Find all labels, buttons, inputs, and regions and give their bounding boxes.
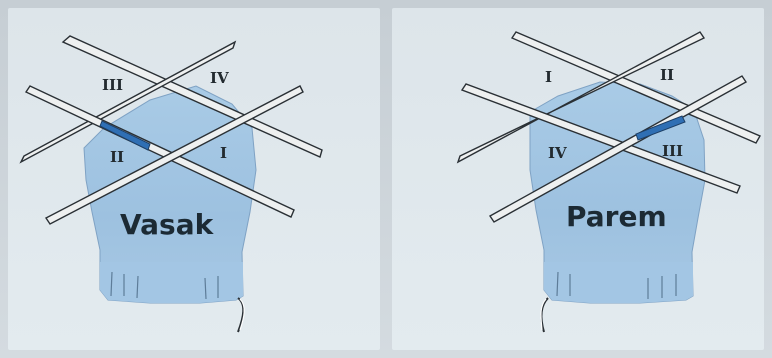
diagram-title-parem: Parem [566, 200, 667, 233]
yarn-tail [237, 297, 245, 333]
vasak-diagram: III IV II I Vasak [19, 35, 323, 333]
needle-label-ii: II [110, 148, 124, 166]
parem-diagram: I II IV III Parem [456, 31, 761, 333]
needle [456, 31, 706, 164]
needle [61, 35, 323, 158]
needle-label-i: I [545, 68, 552, 86]
ribbing-band [544, 262, 693, 303]
needles [456, 31, 761, 223]
needle [19, 40, 237, 164]
diagram-title-vasak: Vasak [120, 208, 215, 241]
needles [19, 35, 323, 225]
needle [44, 85, 304, 225]
needle-label-iv: IV [548, 144, 567, 162]
needle [488, 75, 748, 223]
needle-label-iii: III [102, 76, 123, 94]
needle [510, 31, 761, 144]
needle [24, 85, 295, 218]
needle-label-ii: II [660, 66, 674, 84]
stitch-marker [99, 120, 151, 151]
ribbing-lines [110, 271, 219, 300]
ribbing-lines [556, 271, 677, 299]
needle-label-iii: III [662, 142, 683, 160]
needle [460, 83, 741, 194]
ribbing-band [100, 262, 243, 303]
stitch-marker [635, 115, 686, 141]
needle-label-i: I [220, 144, 227, 162]
needle-label-iv: IV [210, 69, 229, 87]
yarn-tail [540, 297, 549, 333]
